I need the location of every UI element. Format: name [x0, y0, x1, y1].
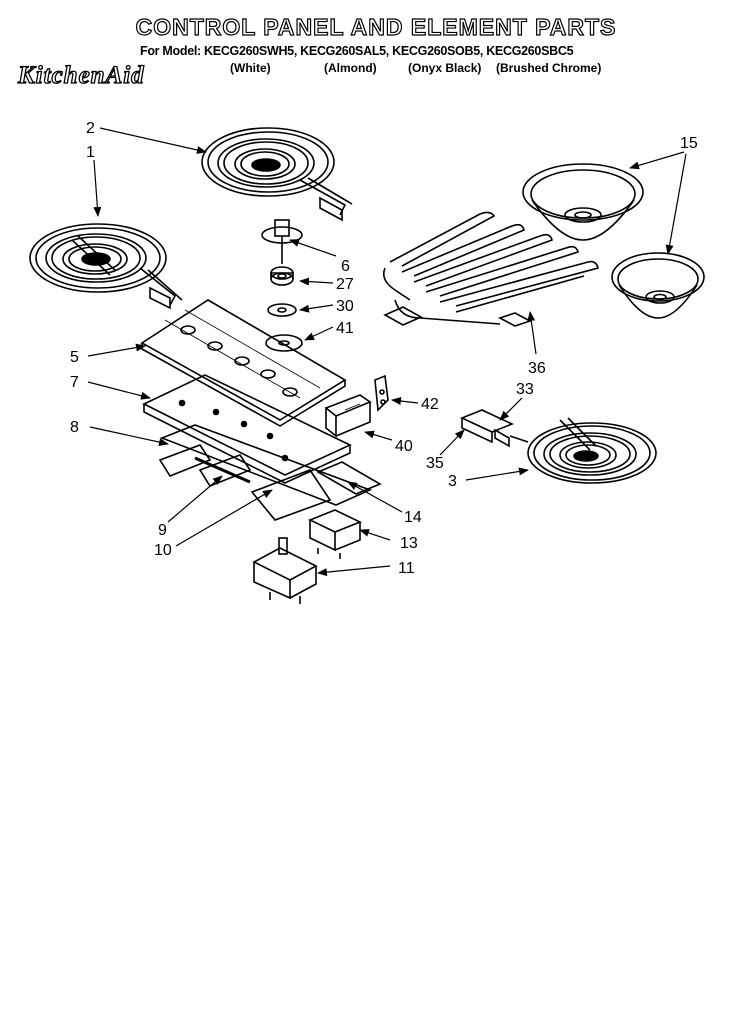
- callout-40: 40: [395, 438, 413, 455]
- mounting-bracket: [158, 424, 373, 521]
- callout-35: 35: [426, 455, 444, 472]
- surface-element-large-rear: [201, 127, 353, 222]
- callout-5: 5: [70, 349, 79, 366]
- callout-labels: 2 1 15 6 27 30 41 5 7 8 36 33 42 40 35 3…: [70, 120, 698, 577]
- switch-shaft: [261, 219, 303, 264]
- surface-element-small-right: [527, 417, 657, 484]
- drip-bowl-large: [522, 163, 644, 241]
- callout-2: 2: [86, 120, 95, 137]
- callout-8: 8: [70, 419, 79, 436]
- color-almond: (Almond): [324, 61, 377, 75]
- callout-30: 30: [336, 298, 354, 315]
- brand-logo: KitchenAid: [17, 61, 145, 89]
- infinite-switch-small: [308, 509, 362, 559]
- washer: [267, 303, 297, 317]
- color-brushed-chrome: (Brushed Chrome): [496, 61, 602, 75]
- callout-6: 6: [341, 258, 350, 275]
- diagram-title: CONTROL PANEL AND ELEMENT PARTS: [135, 13, 617, 40]
- callout-3: 3: [448, 473, 457, 490]
- callout-42: 42: [421, 396, 439, 413]
- control-panel-cover: [140, 299, 347, 427]
- callout-36: 36: [528, 360, 546, 377]
- callout-9: 9: [158, 522, 167, 539]
- terminal-block: [459, 409, 529, 448]
- callout-15: 15: [680, 135, 698, 152]
- callout-13: 13: [400, 535, 418, 552]
- switch-box: [324, 394, 372, 438]
- color-white: (White): [230, 61, 271, 75]
- switch-clip: [374, 374, 389, 412]
- nut: [270, 266, 294, 286]
- callout-10: 10: [154, 542, 172, 559]
- model-numbers: For Model: KECG260SWH5, KECG260SAL5, KEC…: [140, 44, 574, 58]
- surface-element-small-left: [29, 223, 183, 310]
- broil-element: [382, 211, 599, 327]
- callout-7: 7: [70, 374, 79, 391]
- callout-14: 14: [404, 509, 422, 526]
- callout-41: 41: [336, 320, 354, 337]
- infinite-switch-large: [252, 537, 318, 604]
- mounting-rail: [316, 461, 382, 495]
- control-panel-base: [142, 374, 352, 484]
- color-onyx-black: (Onyx Black): [408, 61, 482, 75]
- callout-27: 27: [336, 276, 354, 293]
- drip-bowl-small: [611, 252, 705, 319]
- callout-1: 1: [86, 144, 95, 161]
- callout-11: 11: [398, 560, 415, 577]
- callout-33: 33: [516, 381, 534, 398]
